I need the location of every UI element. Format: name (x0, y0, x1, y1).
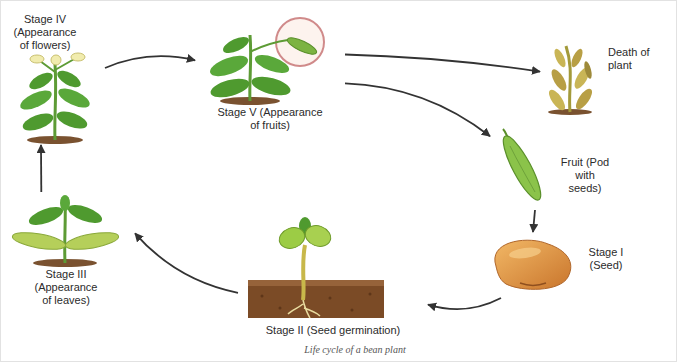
highlight-circle (276, 18, 324, 66)
pod-seam (510, 146, 535, 192)
leaf (64, 229, 120, 252)
wilted-leaf (549, 67, 570, 93)
soil-top (248, 280, 384, 286)
stage-node: Stage V (Appearance of fruits) (195, 20, 345, 135)
fruiting-plant (207, 18, 324, 105)
seed (495, 240, 571, 289)
pod (497, 132, 547, 204)
germinating-seed (248, 217, 384, 318)
fruit-stalk (250, 40, 288, 52)
soil-grain (279, 307, 282, 310)
leaf (209, 75, 252, 101)
stage-node: Stage II (Seed germination) (238, 222, 428, 340)
flowering-plant (18, 53, 93, 144)
stage-label: Death of plant (608, 46, 660, 72)
seed-highlight (508, 246, 541, 260)
stage-node: Stage III (Appearance of leaves) (10, 192, 135, 310)
leaf (18, 86, 55, 113)
flower (51, 55, 61, 65)
stage-node: Stage I (Seed) (485, 232, 645, 298)
stage-label: Fruit (Pod with seeds) (560, 156, 610, 195)
cycle-arrow (345, 83, 490, 136)
cycle-arrow (135, 233, 238, 292)
stage-node: Stage IV (Appearance of flowers) (5, 5, 105, 145)
stage-node: Fruit (Pod with seeds) (490, 128, 640, 210)
cotyledon (276, 224, 307, 252)
cotyledon (302, 222, 333, 250)
leaf (21, 110, 56, 134)
stage-label: Stage V (Appearance of fruits) (213, 106, 327, 132)
young-plant (11, 195, 120, 267)
root (288, 300, 320, 318)
leaf (27, 69, 56, 92)
stem (248, 35, 252, 101)
leaf-bud (60, 195, 70, 211)
hilum (520, 283, 546, 285)
leaf (221, 34, 251, 57)
wilted-leaf (546, 87, 568, 112)
leaf (11, 229, 67, 252)
flower (30, 55, 44, 63)
leaf (27, 203, 66, 228)
leaf (66, 201, 105, 226)
cycle-arrow (428, 298, 501, 309)
wilted-leaf (569, 47, 585, 69)
wilted-leaf (552, 47, 568, 69)
stage-label: Stage I (Seed) (583, 246, 629, 272)
soil-block (248, 280, 384, 318)
leaf (55, 108, 90, 132)
stem (566, 46, 570, 112)
soil-grain (351, 309, 354, 312)
stage-node: Death of plant (540, 32, 670, 120)
dead-plant (546, 46, 595, 115)
dried-pod (583, 61, 593, 80)
pod (285, 35, 318, 58)
cycle-arrow (40, 145, 42, 192)
leaf (56, 84, 93, 111)
soil-grain (369, 293, 372, 296)
cycle-arrow (105, 56, 195, 68)
stage-label: Stage III (Appearance of leaves) (30, 268, 102, 307)
leaf (207, 52, 250, 81)
flower (71, 53, 85, 61)
soil-grain (261, 295, 264, 298)
cycle-arrow (345, 55, 540, 72)
stem (53, 64, 57, 140)
wilted-leaf (573, 86, 595, 111)
caption: Life cycle of a bean plant (255, 344, 455, 356)
cycle-arrow (533, 210, 535, 232)
leaf (55, 67, 84, 90)
stage-label: Stage IV (Appearance of flowers) (10, 13, 80, 52)
seedling-stem (303, 245, 305, 300)
leaf (250, 73, 293, 99)
bean-seed (495, 240, 571, 289)
soil-grain (329, 297, 332, 300)
pod-with-seeds (497, 129, 547, 204)
stage-label: Stage II (Seed germination) (243, 324, 423, 337)
